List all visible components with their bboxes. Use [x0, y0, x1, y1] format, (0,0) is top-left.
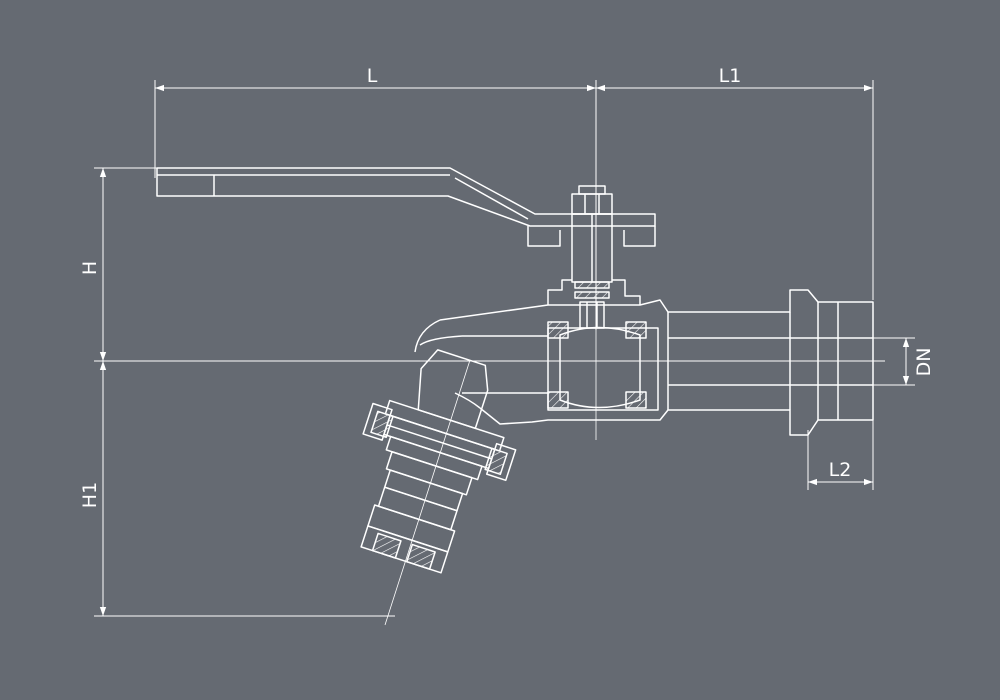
lever-handle	[156, 167, 656, 227]
stem-nut	[527, 185, 656, 329]
center-lines	[384, 80, 597, 626]
valve-outline	[156, 167, 874, 574]
dimension-label-h: H	[79, 261, 101, 275]
spout	[360, 349, 517, 574]
dimension-lines	[94, 80, 915, 617]
dimension-label-dn: DN	[913, 348, 935, 377]
valve-body	[414, 279, 874, 436]
dimension-label-l2: L2	[829, 459, 852, 481]
dimension-label-l: L	[367, 65, 378, 87]
dimension-label-h1: H1	[79, 482, 101, 508]
dimension-label-l1: L1	[719, 65, 742, 87]
